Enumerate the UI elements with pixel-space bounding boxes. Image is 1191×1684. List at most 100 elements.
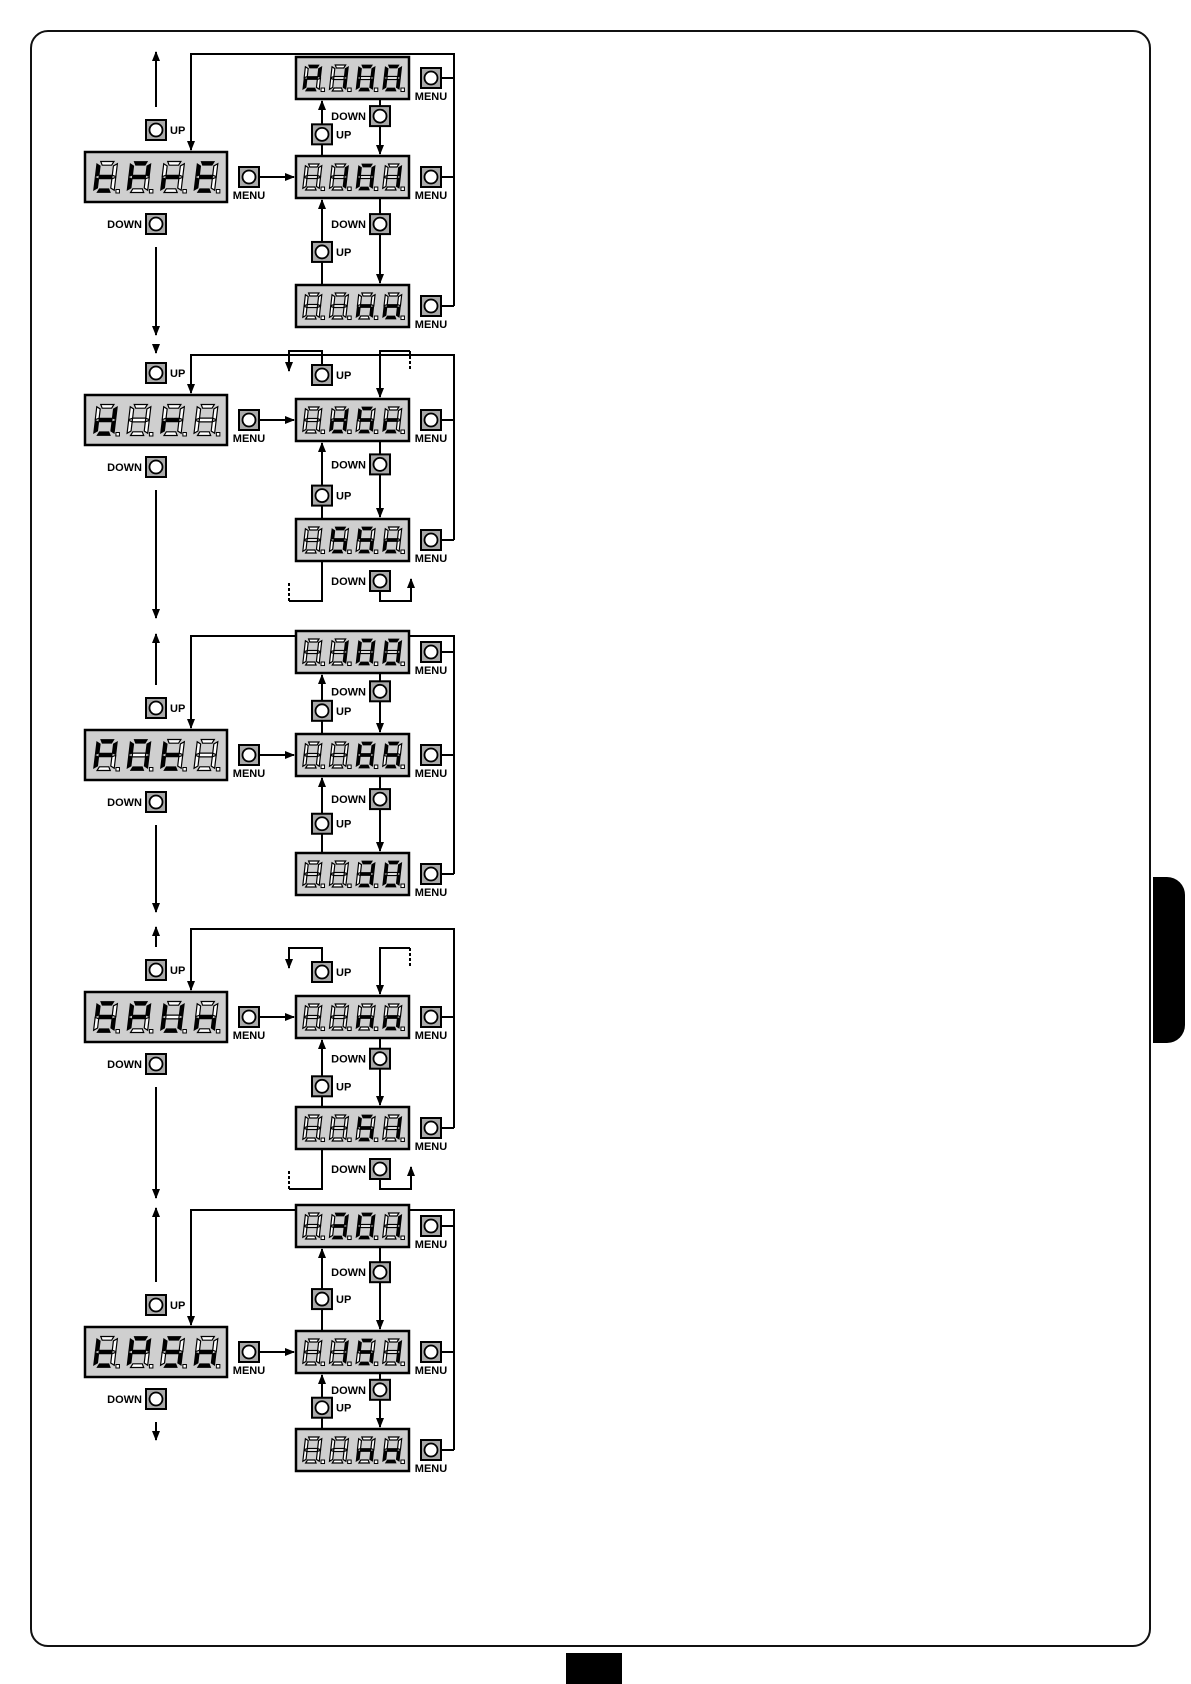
menu-button[interactable]: [239, 1007, 259, 1027]
up-button[interactable]: [312, 1076, 332, 1096]
up-button[interactable]: [312, 365, 332, 385]
up-button[interactable]: [312, 124, 332, 144]
up-button[interactable]: [312, 1289, 332, 1309]
down-button[interactable]: [146, 1054, 166, 1074]
menu-label: MENU: [415, 1239, 447, 1251]
decimal-point: [374, 316, 378, 320]
value-display: [296, 1107, 409, 1149]
segment: [111, 177, 116, 190]
segment: [386, 1236, 396, 1239]
wrap-out-line: [289, 561, 322, 601]
menu-button[interactable]: [421, 167, 441, 187]
menu-button[interactable]: [239, 1342, 259, 1362]
segment: [362, 1115, 372, 1118]
down-button[interactable]: [370, 1380, 390, 1400]
button-knob: [374, 1163, 387, 1176]
segment: [335, 1213, 345, 1216]
value-display: [296, 1429, 409, 1471]
segment: [362, 293, 372, 296]
decimal-point: [149, 768, 153, 772]
down-label: DOWN: [331, 794, 366, 806]
down-button[interactable]: [146, 792, 166, 812]
value-display: [296, 57, 409, 99]
segment: [398, 1439, 402, 1450]
segment: [307, 77, 318, 80]
down-button[interactable]: [146, 1389, 166, 1409]
button-knob: [425, 646, 438, 659]
up-button[interactable]: [312, 962, 332, 982]
up-button[interactable]: [312, 814, 332, 834]
decimal-point: [116, 1365, 120, 1369]
segment: [356, 540, 360, 551]
down-button[interactable]: [370, 1049, 390, 1069]
up-button[interactable]: [312, 242, 332, 262]
up-button[interactable]: [146, 1295, 166, 1315]
menu-button[interactable]: [421, 410, 441, 430]
segment: [357, 1439, 361, 1450]
segment: [179, 164, 184, 177]
up-button[interactable]: [146, 960, 166, 980]
menu-button[interactable]: [239, 410, 259, 430]
down-button[interactable]: [370, 789, 390, 809]
up-button[interactable]: [146, 120, 166, 140]
menu-button[interactable]: [421, 745, 441, 765]
decimal-point: [401, 765, 405, 769]
menu-label: MENU: [233, 433, 265, 445]
menu-button[interactable]: [421, 642, 441, 662]
segment: [213, 1339, 218, 1352]
parameter-display: [85, 1327, 227, 1377]
menu-button[interactable]: [421, 1342, 441, 1362]
menu-button[interactable]: [421, 864, 441, 884]
menu-button[interactable]: [239, 745, 259, 765]
menu-button[interactable]: [421, 530, 441, 550]
down-button[interactable]: [370, 1262, 390, 1282]
segment: [197, 1364, 210, 1368]
menu-button[interactable]: [421, 296, 441, 316]
segment: [99, 418, 113, 422]
segment: [359, 88, 369, 91]
down-button[interactable]: [146, 214, 166, 234]
menu-button[interactable]: [421, 1118, 441, 1138]
down-button[interactable]: [370, 454, 390, 474]
decimal-point: [401, 884, 405, 888]
up-button[interactable]: [146, 698, 166, 718]
down-button[interactable]: [370, 214, 390, 234]
down-button[interactable]: [370, 106, 390, 126]
button-knob: [150, 1058, 163, 1071]
decimal-point: [149, 1365, 153, 1369]
menu-button[interactable]: [421, 1007, 441, 1027]
decimal-point: [374, 1236, 378, 1240]
segment: [335, 742, 345, 745]
down-button[interactable]: [370, 571, 390, 591]
menu-button[interactable]: [421, 1440, 441, 1460]
segment: [213, 1004, 218, 1017]
button-knob: [150, 702, 163, 715]
menu-button[interactable]: [239, 167, 259, 187]
segment: [389, 1115, 399, 1118]
up-button[interactable]: [312, 701, 332, 721]
segment: [332, 765, 342, 768]
up-label: UP: [170, 703, 185, 715]
segment: [162, 164, 167, 177]
segment: [309, 293, 319, 296]
down-button[interactable]: [146, 457, 166, 477]
decimal-point: [401, 662, 405, 666]
segment: [359, 1027, 369, 1030]
up-button[interactable]: [312, 486, 332, 506]
segment: [371, 1439, 375, 1450]
value-display: [296, 285, 409, 327]
decimal-point: [348, 765, 352, 769]
down-button[interactable]: [370, 681, 390, 701]
up-button[interactable]: [312, 1398, 332, 1418]
menu-label: MENU: [233, 190, 265, 202]
down-button[interactable]: [370, 1159, 390, 1179]
up-label: UP: [170, 965, 185, 977]
segment: [131, 1364, 144, 1368]
up-button[interactable]: [146, 363, 166, 383]
menu-button[interactable]: [421, 1216, 441, 1236]
segment: [384, 295, 388, 306]
segment: [359, 765, 369, 768]
segment: [386, 662, 396, 665]
menu-button[interactable]: [421, 68, 441, 88]
segment: [332, 187, 342, 190]
